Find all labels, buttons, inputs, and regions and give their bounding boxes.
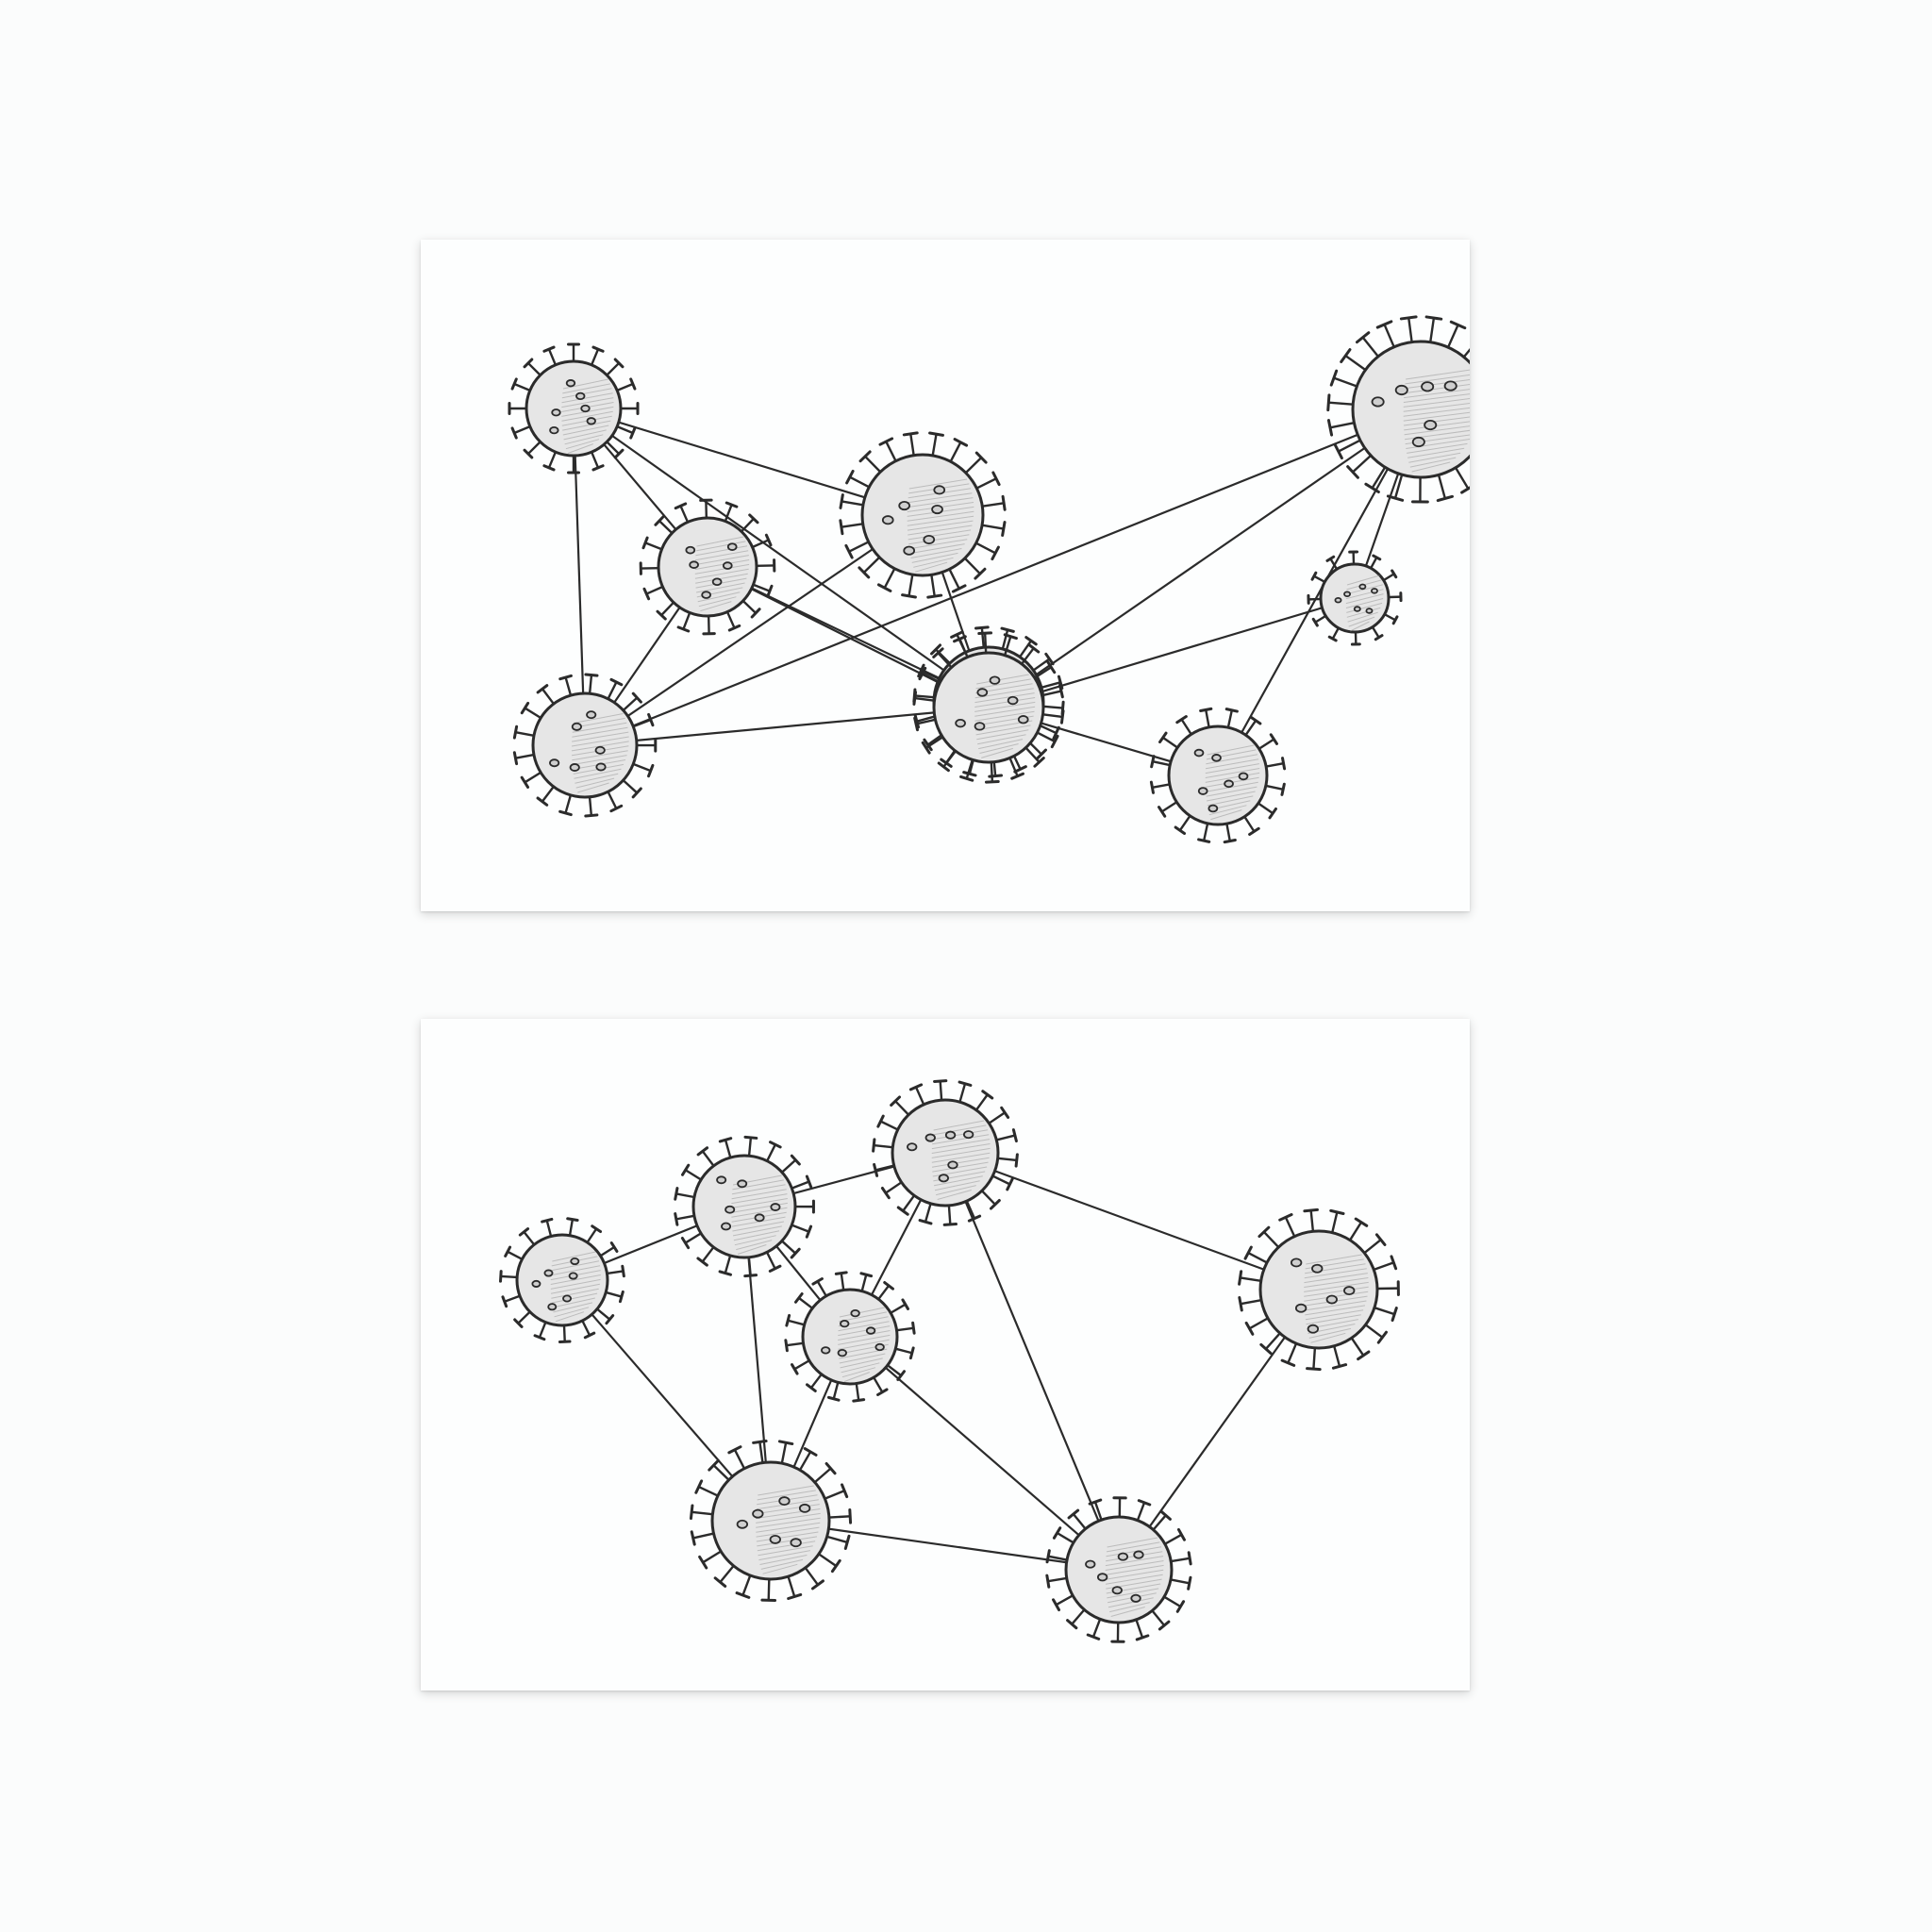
connection-edge: [943, 1151, 1321, 1291]
connection-edge: [583, 706, 991, 747]
connection-edge: [943, 1151, 1121, 1572]
virus-icon: [872, 1079, 1019, 1226]
connection-edge: [583, 408, 1423, 747]
virus-icon: [784, 1271, 916, 1403]
connection-edge: [572, 407, 587, 747]
top-network-diagram: [508, 315, 1470, 844]
bottom-nodes: [499, 1079, 1400, 1643]
virus-icon: [1307, 550, 1403, 646]
virus-icon: [639, 498, 776, 636]
connection-edge: [987, 408, 1423, 709]
virus-icon: [512, 673, 658, 818]
virus-icon: [1326, 315, 1470, 504]
virus-icon: [1149, 707, 1287, 844]
virus-icon: [839, 431, 1007, 599]
connection-edge: [572, 407, 991, 704]
top-nodes: [508, 315, 1470, 844]
connection-edge: [848, 1335, 1121, 1572]
connection-edge: [987, 596, 1357, 709]
bottom-network-diagram: [499, 1079, 1400, 1643]
virus-icon: [1238, 1208, 1400, 1372]
connection-edge: [1216, 408, 1423, 777]
virus-icon: [912, 631, 1065, 784]
top-diagram-card: [421, 240, 1470, 911]
connection-edge: [583, 513, 924, 747]
virus-icon: [508, 342, 640, 475]
virus-icon: [1045, 1496, 1192, 1643]
virus-icon: [689, 1440, 853, 1602]
virus-icon: [674, 1135, 815, 1278]
virus-icon: [499, 1217, 625, 1343]
bottom-diagram-card: [421, 1019, 1470, 1690]
